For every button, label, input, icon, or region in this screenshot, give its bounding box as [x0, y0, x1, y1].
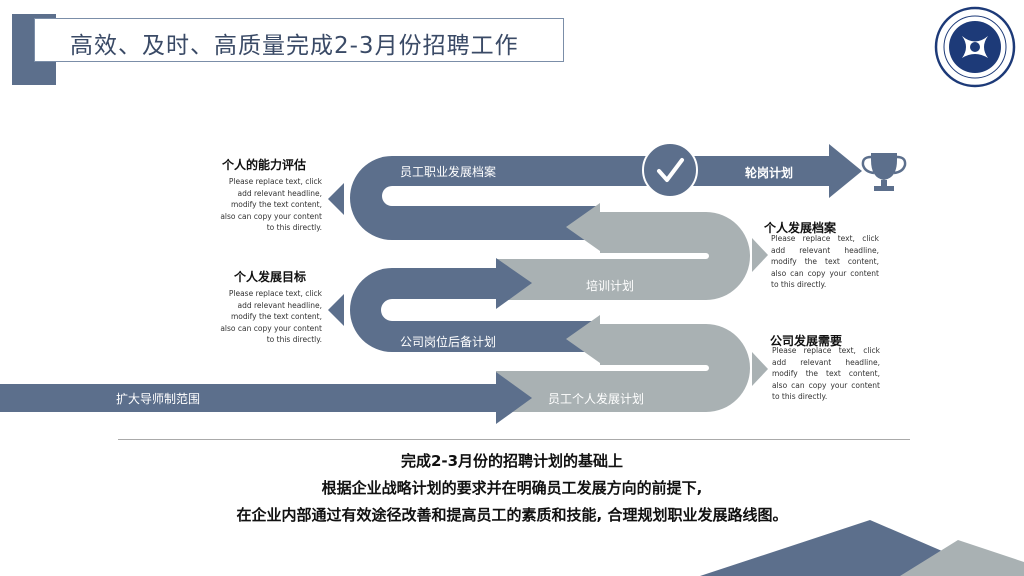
label-succession-plan: 公司岗位后备计划	[400, 335, 497, 349]
university-logo-icon	[934, 6, 1016, 88]
pointer-right-1	[752, 238, 768, 272]
band-dark-middle	[350, 268, 600, 352]
note-body-ability-assessment: Please replace text, click add relevant …	[220, 177, 322, 232]
pointer-left-1	[328, 183, 344, 215]
arrow-head-gray-lower	[566, 315, 600, 363]
band-gray-middle	[496, 212, 750, 300]
note-title-dev-archive: 个人发展档案	[764, 221, 837, 235]
arrow-head-top	[829, 144, 862, 198]
pointer-right-2	[752, 352, 768, 386]
conclusion-line-1: 完成2-3月份的招聘计划的基础上	[400, 452, 624, 470]
label-personal-dev-plan: 员工个人发展计划	[548, 392, 645, 406]
note-title-dev-goals: 个人发展目标	[234, 270, 307, 284]
separator-line	[118, 439, 910, 440]
band-dark-bottom	[0, 384, 496, 412]
check-circle-icon	[642, 142, 698, 198]
trophy-icon	[861, 153, 907, 191]
decor-triangle-gray	[900, 540, 1024, 576]
note-title-company-needs: 公司发展需要	[770, 334, 843, 348]
arrow-head-gray-middle	[566, 203, 600, 251]
conclusion-line-2: 根据企业战略计划的要求并在明确员工发展方向的前提下,	[321, 479, 703, 497]
label-mentorship: 扩大导师制范围	[116, 392, 201, 406]
note-title-ability-assessment: 个人的能力评估	[222, 158, 307, 172]
title-frame	[34, 18, 564, 62]
label-career-archive: 员工职业发展档案	[400, 165, 497, 179]
arrow-head-dark-middle	[496, 258, 532, 309]
label-training-plan: 培训计划	[586, 279, 635, 293]
pointer-left-2	[328, 294, 344, 326]
band-gray-bottom	[496, 324, 750, 412]
conclusion-line-3: 在企业内部通过有效途径改善和提高员工的素质和技能, 合理规划职业发展路线图。	[236, 506, 788, 524]
note-body-dev-archive: Please replace text, click add relevant …	[771, 234, 879, 289]
note-body-company-needs: Please replace text, click add relevant …	[772, 346, 880, 401]
arrow-head-bottom	[496, 372, 532, 424]
page-title: 高效、及时、高质量完成2-3月份招聘工作	[70, 33, 519, 59]
band-dark-top	[350, 156, 829, 240]
note-body-dev-goals: Please replace text, click add relevant …	[220, 289, 322, 344]
label-rotation-plan: 轮岗计划	[745, 166, 794, 180]
